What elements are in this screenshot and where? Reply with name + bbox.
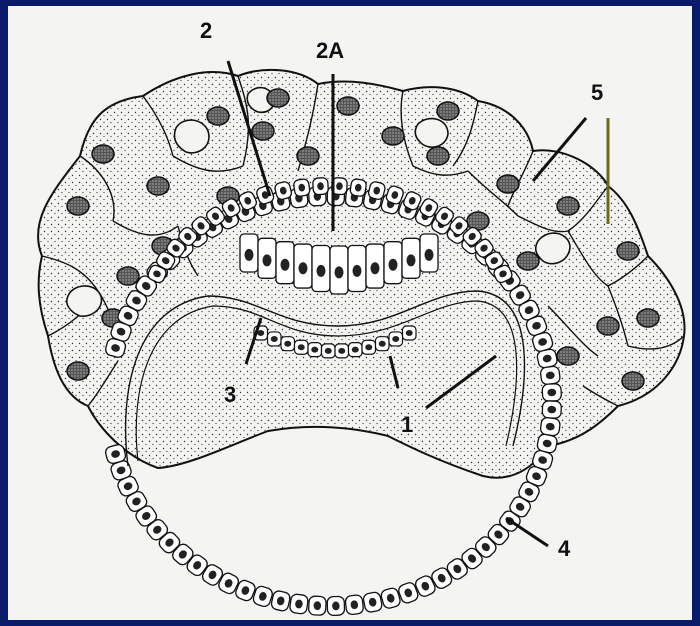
amnion-cell: [350, 178, 367, 197]
epiblast-cell: [402, 238, 420, 278]
amnion-cell: [313, 178, 329, 195]
trophoblast-nucleus: [467, 212, 489, 230]
epiblast-cell: [294, 244, 312, 288]
trophoblast-nucleus: [437, 102, 459, 120]
yolk-sac-cell: [270, 590, 291, 612]
trophoblast-nucleus: [497, 175, 519, 193]
hypoblast-cell: [268, 332, 282, 346]
epiblast-cell: [420, 234, 438, 272]
trophoblast-nucleus: [557, 347, 579, 365]
amnion-cell: [293, 178, 310, 197]
diagram-frame: 2 2A 5 3 1 4: [8, 6, 692, 620]
hypoblast-cell: [281, 337, 295, 351]
epiblast-cell: [366, 244, 384, 288]
trophoblast-nucleus: [207, 107, 229, 125]
trophoblast-nucleus: [622, 372, 644, 390]
yolk-sac-cell: [542, 401, 561, 419]
trophoblast-nucleus: [67, 362, 89, 380]
label-1: 1: [401, 414, 413, 436]
trophoblast-nucleus: [117, 267, 139, 285]
epiblast-cell: [330, 246, 348, 294]
trophoblast-nucleus: [147, 177, 169, 195]
epiblast-cell: [348, 246, 366, 292]
label-3: 3: [224, 384, 236, 406]
epiblast-cell: [240, 234, 258, 272]
trophoblast-nucleus: [267, 89, 289, 107]
yolk-sac-cell: [536, 348, 558, 369]
epiblast-cell: [276, 242, 294, 284]
yolk-sac-cell: [540, 417, 561, 436]
trophoblast-nucleus: [337, 97, 359, 115]
hypoblast-cell: [362, 340, 376, 354]
trophoblast-nucleus: [252, 122, 274, 140]
trophoblast-nucleus: [517, 252, 539, 270]
trophoblast-nucleus: [297, 147, 319, 165]
label-2a: 2A: [316, 40, 344, 62]
leader-line-4: [506, 518, 548, 546]
yolk-sac-cell: [289, 594, 308, 615]
trophoblast-nucleus: [617, 242, 639, 260]
yolk-sac-cell: [345, 595, 364, 615]
trophoblast-nucleus: [597, 317, 619, 335]
hypoblast-cell: [403, 326, 417, 340]
yolk-sac-cell: [327, 596, 344, 615]
hypoblast-cell: [389, 332, 403, 346]
hypoblast-cell: [335, 344, 349, 358]
trophoblast-nucleus: [382, 127, 404, 145]
trophoblast-nucleus: [92, 145, 114, 163]
hypoblast-cell: [308, 343, 322, 357]
trophoblast-nucleus: [427, 147, 449, 165]
yolk-sac-cell: [363, 591, 383, 613]
hypoblast-cell: [322, 344, 336, 358]
hypoblast-cell: [376, 337, 390, 351]
trophoblast-nucleus: [637, 309, 659, 327]
hypoblast-cell: [349, 343, 363, 357]
epiblast-cell: [258, 238, 276, 278]
label-4: 4: [558, 538, 570, 560]
hypoblast-cell: [295, 340, 309, 354]
trophoblast-nucleus: [557, 197, 579, 215]
yolk-sac-cell: [540, 366, 561, 385]
trophoblast-nucleus: [67, 197, 89, 215]
epiblast-cell: [312, 246, 330, 292]
yolk-sac-cell: [542, 384, 561, 402]
epiblast-cell: [384, 242, 402, 284]
yolk-sac-cell: [308, 596, 326, 616]
embryo-diagram: [8, 6, 692, 620]
label-2: 2: [200, 20, 212, 42]
label-5: 5: [591, 82, 603, 104]
